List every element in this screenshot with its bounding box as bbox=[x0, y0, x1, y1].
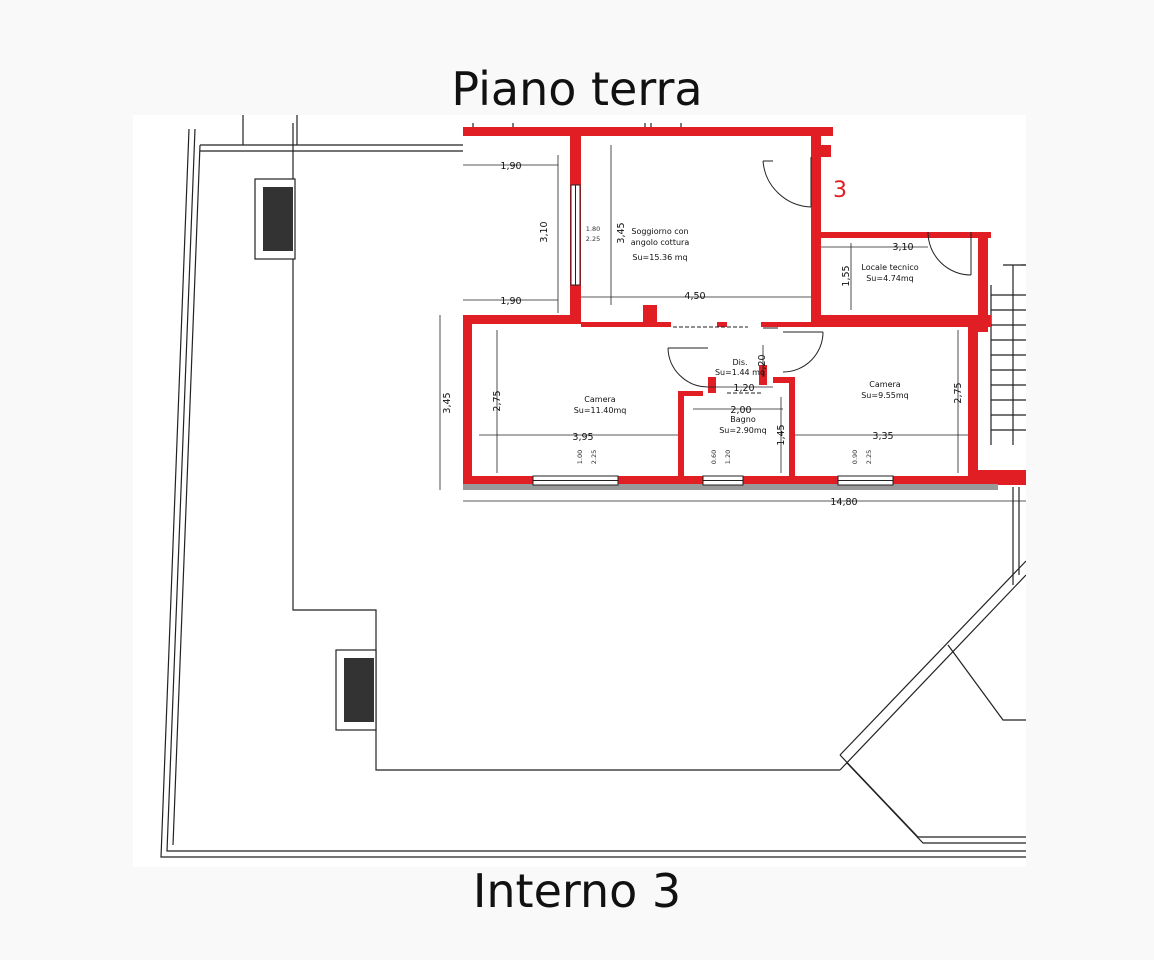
doors bbox=[667, 157, 972, 394]
dim-345-outer: 3,45 bbox=[442, 392, 453, 413]
window-label-camera2-a: 0.90 bbox=[851, 450, 859, 464]
room-camera-left-name: Camera bbox=[584, 395, 615, 404]
window-label-bagno-b: 1.20 bbox=[724, 450, 732, 464]
windows bbox=[532, 184, 894, 486]
terrace-outline bbox=[160, 115, 1026, 858]
dim-310-left: 3,10 bbox=[539, 221, 550, 242]
dim-020: ,20 bbox=[757, 354, 768, 369]
dim-275-left: 2,75 bbox=[492, 390, 503, 411]
room-soggiorno-name-1: Soggiorno con bbox=[631, 227, 688, 236]
dim-345-living: 3,45 bbox=[616, 222, 627, 243]
dim-310-tech: 3,10 bbox=[892, 242, 913, 253]
wall-hatch bbox=[463, 484, 998, 490]
page-title: Piano terra bbox=[451, 62, 703, 116]
window-label-bagno-a: 0.60 bbox=[710, 450, 718, 464]
window-label-camera2-b: 2.25 bbox=[865, 450, 873, 464]
room-locale-tecnico-area: Su=4.74mq bbox=[866, 274, 914, 283]
room-bagno-name: Bagno bbox=[730, 415, 756, 424]
room-soggiorno-area: Su=15.36 mq bbox=[632, 253, 687, 262]
dim-190-top: 1,90 bbox=[500, 161, 521, 172]
dim-450: 4,50 bbox=[684, 291, 705, 302]
room-locale-tecnico-name: Locale tecnico bbox=[861, 263, 918, 272]
window-label-living-a: 1.80 bbox=[586, 225, 600, 233]
dim-200: 2,00 bbox=[730, 405, 751, 416]
dim-275-right: 2,75 bbox=[953, 382, 964, 403]
walls bbox=[463, 127, 1026, 485]
dimension-lines bbox=[439, 145, 1026, 502]
dim-395: 3,95 bbox=[572, 432, 593, 443]
room-bagno-area: Su=2.90mq bbox=[719, 426, 767, 435]
room-soggiorno-name-2: angolo cottura bbox=[631, 238, 690, 247]
dim-155: 1,55 bbox=[841, 265, 852, 286]
unit-number-marker: 3 bbox=[833, 178, 847, 203]
unit-label: Interno 3 bbox=[472, 864, 682, 918]
dim-190-bottom: 1,90 bbox=[500, 296, 521, 307]
dim-1480: 14,80 bbox=[830, 497, 857, 508]
room-camera-right-area: Su=9.55mq bbox=[861, 391, 909, 400]
floor-plan: 1,90 3,10 3,45 1,90 4,50 3,10 1,55 3,45 … bbox=[133, 115, 1026, 867]
dim-145: 1,45 bbox=[776, 424, 787, 445]
vent-grille-bottom bbox=[335, 649, 377, 731]
vent-grille-top bbox=[254, 178, 296, 260]
window-label-camera-b: 2.25 bbox=[590, 450, 598, 464]
window-label-camera-a: 1.00 bbox=[576, 450, 584, 464]
room-camera-left-area: Su=11.40mq bbox=[574, 406, 627, 415]
window-label-living-b: 2.25 bbox=[586, 235, 600, 243]
room-disimpegno-area: Su=1.44 mq bbox=[715, 368, 765, 377]
room-camera-right-name: Camera bbox=[869, 380, 900, 389]
room-disimpegno-name: Dis. bbox=[732, 358, 747, 367]
dim-335: 3,35 bbox=[872, 431, 893, 442]
dim-120: 1,20 bbox=[733, 383, 754, 394]
